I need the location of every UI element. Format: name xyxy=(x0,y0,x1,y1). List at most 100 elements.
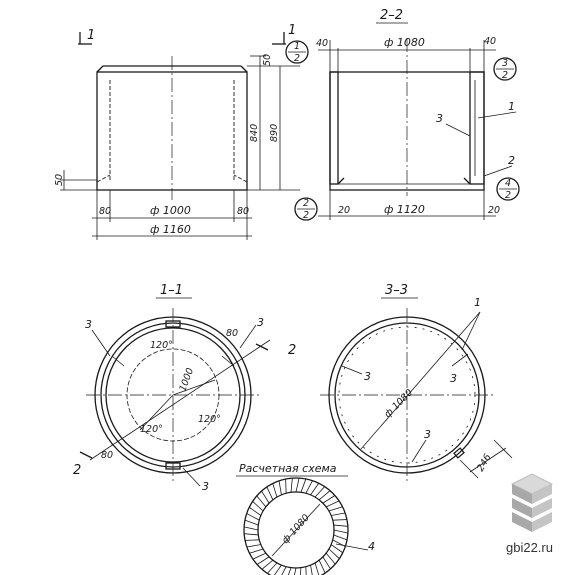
dim-d1120: ф 1120 xyxy=(384,203,425,216)
hatch-line xyxy=(305,480,313,494)
hatch-line xyxy=(256,556,270,565)
hatch-line xyxy=(252,501,264,512)
hatch-line xyxy=(274,564,282,575)
cut-label-2-bottom: 2 xyxy=(73,463,81,478)
hatch-line xyxy=(252,552,267,560)
hatch-line xyxy=(266,486,274,501)
section-2-2: 2–2 40 40 ф 1080 20 20 ф 1120 1 3 2 xyxy=(316,8,517,220)
hatch-line xyxy=(300,478,307,493)
ref-3-b: 3 xyxy=(257,316,264,329)
dim-890: 890 xyxy=(269,124,280,142)
section-title-3-3: 3–3 xyxy=(385,283,408,298)
cut-label-2-top: 2 xyxy=(288,343,296,358)
hatch-line xyxy=(267,562,278,574)
hatch-line xyxy=(249,506,262,516)
callout-4-2: 4 2 xyxy=(496,177,520,201)
ref-3-f: 3 xyxy=(424,428,431,441)
svg-text:2: 2 xyxy=(505,190,511,201)
dim-40-right: 40 xyxy=(484,36,496,47)
hatch-line xyxy=(310,565,313,575)
elevation-view: 1 1 50 840 890 50 80 xyxy=(54,23,300,240)
hatch-line xyxy=(318,559,326,574)
hatch-line xyxy=(333,534,348,541)
hatch-line xyxy=(272,483,278,498)
section-1-1: 1–1 1000 120° 120° 120° 80 80 2 2 3 3 3 xyxy=(73,283,296,493)
hatch-line xyxy=(322,495,336,504)
callout-2-2: 2 2 xyxy=(294,197,318,221)
hatch-line xyxy=(281,566,287,575)
hatch-line xyxy=(285,479,287,494)
hatch-line xyxy=(299,567,302,575)
hatch-line xyxy=(332,519,347,521)
hatch-line xyxy=(310,483,320,496)
hatch-line xyxy=(325,500,340,508)
ref-2: 2 xyxy=(508,154,515,167)
hatch-line xyxy=(330,544,343,554)
ref-1-sec33: 1 xyxy=(474,296,481,309)
hatch-line xyxy=(290,478,293,493)
dim-d1160: ф 1160 xyxy=(150,223,191,236)
svg-text:2: 2 xyxy=(502,70,508,81)
ref-4: 4 xyxy=(368,540,375,553)
dim-d1080-top: ф 1080 xyxy=(384,36,425,49)
ref-3-a: 3 xyxy=(85,318,92,331)
hatch-line xyxy=(278,480,282,495)
scheme-title: Расчетная схема xyxy=(239,462,337,475)
ref-3-c: 3 xyxy=(202,480,209,493)
ref-3-sec22: 3 xyxy=(436,112,443,125)
hatch-line xyxy=(322,556,331,570)
cut-label-1b: 1 xyxy=(288,23,296,38)
dim-246: 246 xyxy=(475,452,494,473)
hatch-line xyxy=(314,486,325,498)
dim-80-right: 80 xyxy=(237,206,249,217)
hatch-line xyxy=(244,526,259,531)
hatch-line xyxy=(256,495,267,508)
dim-80-circ-bottom: 80 xyxy=(101,450,113,461)
callout-3-2: 3 2 xyxy=(493,57,517,81)
section-3-3: 3–3 ф 1080 246 1 3 3 3 xyxy=(320,283,513,482)
ref-3-e: 3 xyxy=(450,372,457,385)
hatch-line xyxy=(295,478,300,493)
hatch-line xyxy=(333,524,348,527)
hatch-line xyxy=(244,519,259,526)
angle-120-bottom: 120° xyxy=(140,424,163,435)
hatch-line xyxy=(246,544,261,548)
hatch-line xyxy=(305,566,307,575)
hatch-line xyxy=(325,552,336,565)
hatch-line xyxy=(314,562,320,575)
dim-50-left: 50 xyxy=(54,174,65,186)
ref-3-d: 3 xyxy=(364,370,371,383)
hatch-line xyxy=(331,512,346,516)
svg-text:2: 2 xyxy=(294,53,300,64)
hatch-line xyxy=(333,529,348,534)
site-logo: gbi22.ru xyxy=(506,473,554,555)
hatch-line xyxy=(318,490,331,501)
dim-80-left: 80 xyxy=(99,206,111,217)
dim-d1000: ф 1000 xyxy=(150,204,191,217)
hatch-line xyxy=(249,548,264,554)
hatch-line xyxy=(244,533,259,536)
hatch-line xyxy=(261,490,270,504)
hatch-line xyxy=(246,513,260,521)
svg-text:2: 2 xyxy=(303,210,309,221)
section-title-2-2: 2–2 xyxy=(380,8,403,23)
dim-20-right: 20 xyxy=(488,205,500,216)
dim-d1080-circle: ф 1080 xyxy=(382,387,415,420)
dim-d1080-scheme: ф 1080 xyxy=(280,512,312,546)
svg-text:3: 3 xyxy=(502,58,508,69)
hatch-line xyxy=(287,567,292,575)
cut-label-1: 1 xyxy=(87,28,95,43)
hatch-line xyxy=(328,548,340,559)
svg-text:2: 2 xyxy=(303,198,309,209)
watermark-text: gbi22.ru xyxy=(506,540,553,555)
angle-120-top: 120° xyxy=(150,340,173,351)
hatch-line xyxy=(328,506,343,512)
hatch-line xyxy=(245,539,260,541)
callout-1-2: 1 2 xyxy=(285,40,309,64)
svg-text:1: 1 xyxy=(294,41,300,52)
ref-1: 1 xyxy=(508,100,515,113)
hatch-line xyxy=(261,559,274,570)
dim-1000-circle: 1000 xyxy=(177,367,196,393)
dim-80-circ-top: 80 xyxy=(226,328,238,339)
